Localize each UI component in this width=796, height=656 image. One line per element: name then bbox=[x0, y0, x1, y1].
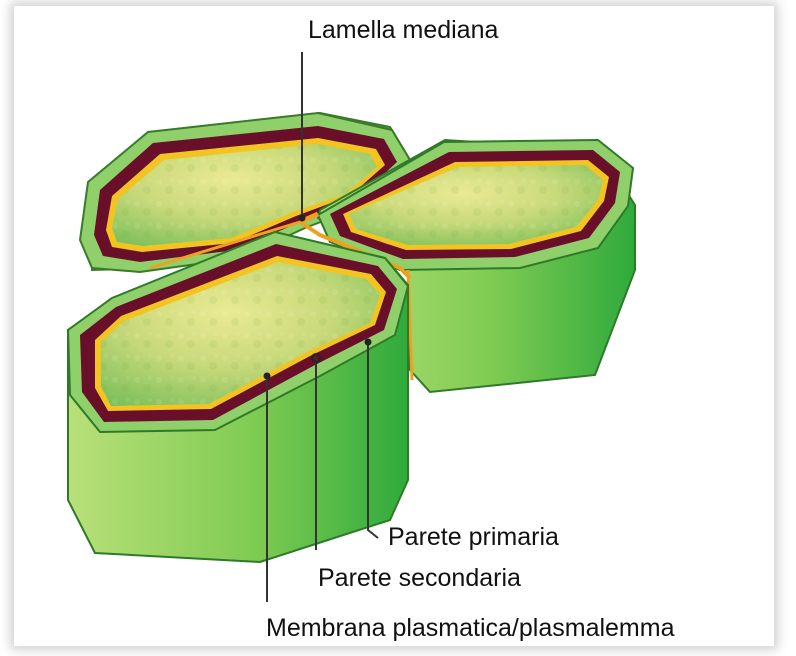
cell-front bbox=[68, 232, 408, 562]
marker-middle-lamella bbox=[299, 215, 306, 222]
label-primary-wall: Parete primaria bbox=[388, 523, 559, 551]
label-middle-lamella: Lamella mediana bbox=[308, 16, 498, 44]
marker-plasma-membrane bbox=[264, 373, 271, 380]
marker-primary-wall bbox=[365, 339, 372, 346]
label-plasma-membrane: Membrana plasmatica/plasmalemma bbox=[266, 614, 675, 642]
label-secondary-wall: Parete secondaria bbox=[318, 564, 521, 592]
